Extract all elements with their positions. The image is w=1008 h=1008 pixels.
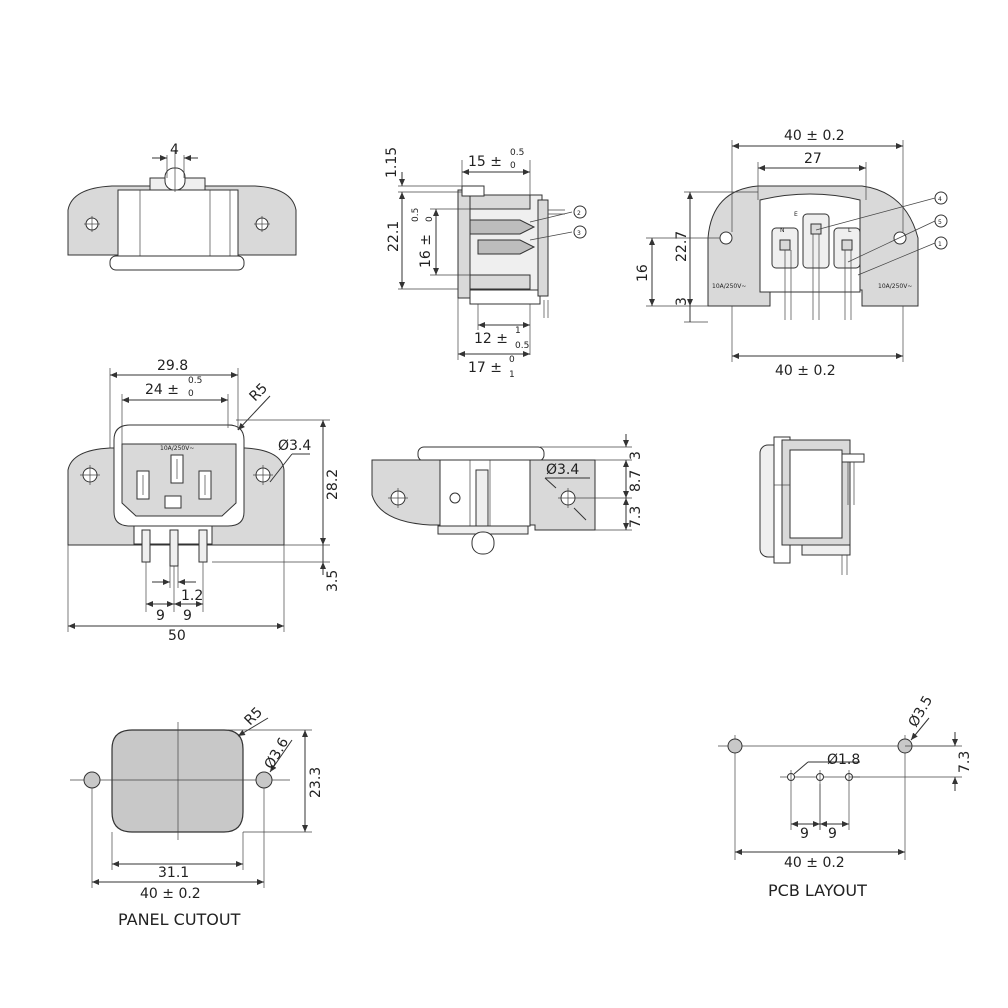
side-total-tol-upper: 0 — [509, 355, 515, 365]
bottom-lower-label: 7.3 — [628, 506, 644, 528]
rear-bottom-width-label: 40 ± 0.2 — [775, 363, 836, 379]
rear-label-n: N — [780, 227, 785, 234]
cutout-width-label: 31.1 — [158, 865, 189, 881]
front-view: 10A/250V~ 29.8 24 ± 0.5 0 R5 Ø3.4 28.2 3… — [67, 358, 341, 644]
side-total-depth-label: 17 ± — [468, 360, 502, 376]
rear-callout-4: 4 — [938, 196, 942, 203]
side-callout-2: 2 — [577, 210, 581, 217]
side-inner-tol-upper: 0.5 — [411, 208, 421, 222]
bottom-top-label: 3 — [628, 451, 644, 460]
side-insert-tol-lower: 0.5 — [515, 341, 529, 351]
front-pin-length-label: 3.5 — [325, 570, 341, 592]
bottom-hole-label: Ø3.4 — [546, 462, 579, 478]
rear-height-label: 22.7 — [674, 231, 690, 262]
cutout-hole-spacing-label: 40 ± 0.2 — [140, 886, 201, 902]
top-pin-width-label: 4 — [170, 142, 179, 158]
pcb-pin-hole-label: Ø1.8 — [827, 752, 860, 768]
rear-callout-1: 1 — [938, 241, 942, 248]
rear-rating-left: 10A/250V~ — [712, 283, 746, 290]
cutout-radius-label: R5 — [242, 704, 266, 728]
side-insert-depth-label: 12 ± — [474, 331, 508, 347]
bottom-middle-label: 8.7 — [628, 470, 644, 492]
front-inner-tol-lower: 0 — [188, 389, 194, 399]
front-hole-label: Ø3.4 — [278, 438, 311, 454]
panel-cutout: R5 Ø3.6 23.3 31.1 40 ± 0.2 PANEL CUTOUT — [70, 704, 324, 929]
rear-view: N E L 10A/250V~ 10A/250V~ 4 5 1 40 ± 0.2… — [635, 128, 948, 379]
rear-callout-5: 5 — [938, 219, 942, 226]
side-depth-tol-upper: 0.5 — [510, 148, 524, 158]
pcb-layout: Ø3.5 Ø1.8 7.3 9 9 40 ± 0.2 PCB LAYOUT — [718, 693, 973, 900]
pcb-offset-label: 7.3 — [957, 751, 973, 773]
pcb-mount-hole-label: Ø3.5 — [906, 693, 937, 730]
rear-label-e: E — [794, 211, 798, 218]
side-profile-view — [759, 436, 865, 575]
panel-cutout-caption: PANEL CUTOUT — [118, 910, 241, 929]
side-callout-3: 3 — [577, 230, 581, 237]
side-depth-label: 15 ± — [468, 154, 502, 170]
side-depth-tol-lower: 0 — [510, 161, 516, 171]
bottom-view: Ø3.4 3 8.7 7.3 — [371, 434, 644, 555]
front-outer-width-label: 29.8 — [157, 358, 188, 374]
rear-rating-right: 10A/250V~ — [878, 283, 912, 290]
cutout-height-label: 23.3 — [308, 767, 324, 798]
front-pin-pitch-1-label: 9 — [156, 608, 165, 624]
front-height-label: 28.2 — [325, 469, 341, 500]
rear-pin-height-label: 16 — [635, 264, 651, 282]
front-total-width-label: 50 — [168, 628, 186, 644]
side-insert-tol-upper: 1 — [515, 326, 521, 336]
side-total-tol-lower: 1 — [509, 370, 515, 380]
front-radius-label: R5 — [247, 380, 271, 404]
pcb-pitch-1-label: 9 — [800, 826, 809, 842]
top-view: 4 — [67, 142, 297, 271]
cutout-hole-label: Ø3.6 — [262, 735, 293, 772]
front-pin-thickness-label: 1.2 — [181, 588, 203, 604]
side-inner-tol-lower: 0 — [425, 216, 435, 222]
front-pin-pitch-2-label: 9 — [183, 608, 192, 624]
side-height-label: 22.1 — [386, 221, 402, 252]
rear-base-label: 3 — [674, 297, 690, 306]
rear-width-label: 40 ± 0.2 — [784, 128, 845, 144]
side-flange-label: 1.15 — [384, 147, 400, 178]
front-inner-width-label: 24 ± — [145, 382, 179, 398]
pcb-layout-caption: PCB LAYOUT — [768, 881, 867, 900]
pcb-hole-spacing-label: 40 ± 0.2 — [784, 855, 845, 871]
pcb-pitch-2-label: 9 — [828, 826, 837, 842]
side-view: 2 3 1.15 15 ± 0.5 0 22.1 16 ± 0.5 0 12 ±… — [384, 147, 587, 380]
front-inner-tol-upper: 0.5 — [188, 376, 202, 386]
front-rating: 10A/250V~ — [160, 445, 194, 452]
side-inner-height-label: 16 ± — [418, 234, 434, 268]
rear-label-l: L — [848, 227, 852, 234]
rear-inner-width-label: 27 — [804, 151, 822, 167]
